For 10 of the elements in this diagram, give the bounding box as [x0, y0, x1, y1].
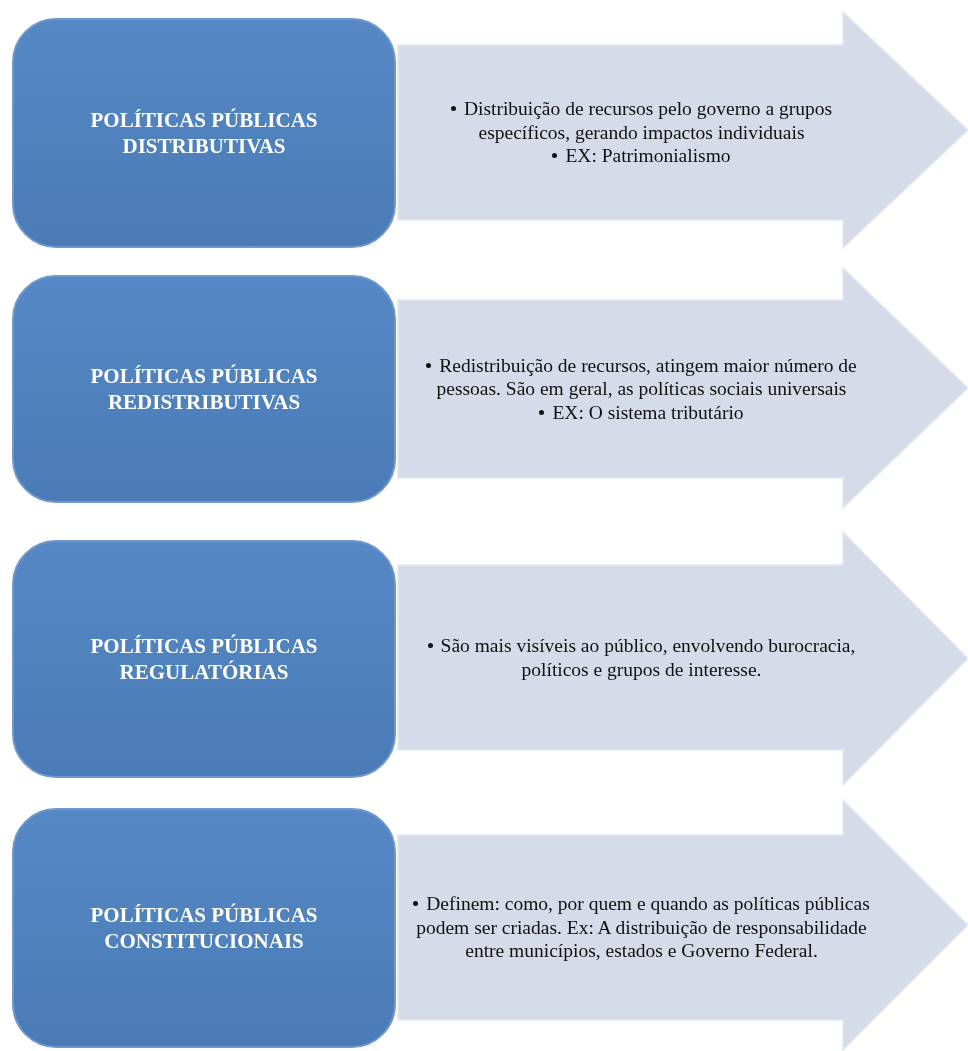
category-box: POLÍTICAS PÚBLICAS REDISTRIBUTIVAS	[12, 275, 396, 503]
bullet-text: EX: Patrimonialismo	[552, 144, 731, 168]
bullet-text: Distribuição de recursos pelo governo a grupos específicos, gerando impactos individuais	[410, 97, 873, 145]
bullet-text: Redistribuição de recursos, atingem maior número de pessoas. São em geral, as políticas sociais universais	[410, 353, 873, 401]
category-box: POLÍTICAS PÚBLICAS CONSTITUCIONAIS	[12, 808, 396, 1048]
bullet-text: Definem: como, por quem e quando as políticas públicas podem ser criadas. Ex: A distribuição de responsabilidade entre municípios, estados e Governo Federal.	[410, 892, 873, 963]
bullet-text: São mais visíveis ao público, envolvendo burocracia, políticos e grupos de interesse.	[410, 634, 873, 681]
category-box: POLÍTICAS PÚBLICAS DISTRIBUTIVAS	[12, 18, 396, 248]
bullet-text: EX: O sistema tributário	[539, 400, 744, 425]
category-box: POLÍTICAS PÚBLICAS REGULATÓRIAS	[12, 540, 396, 778]
